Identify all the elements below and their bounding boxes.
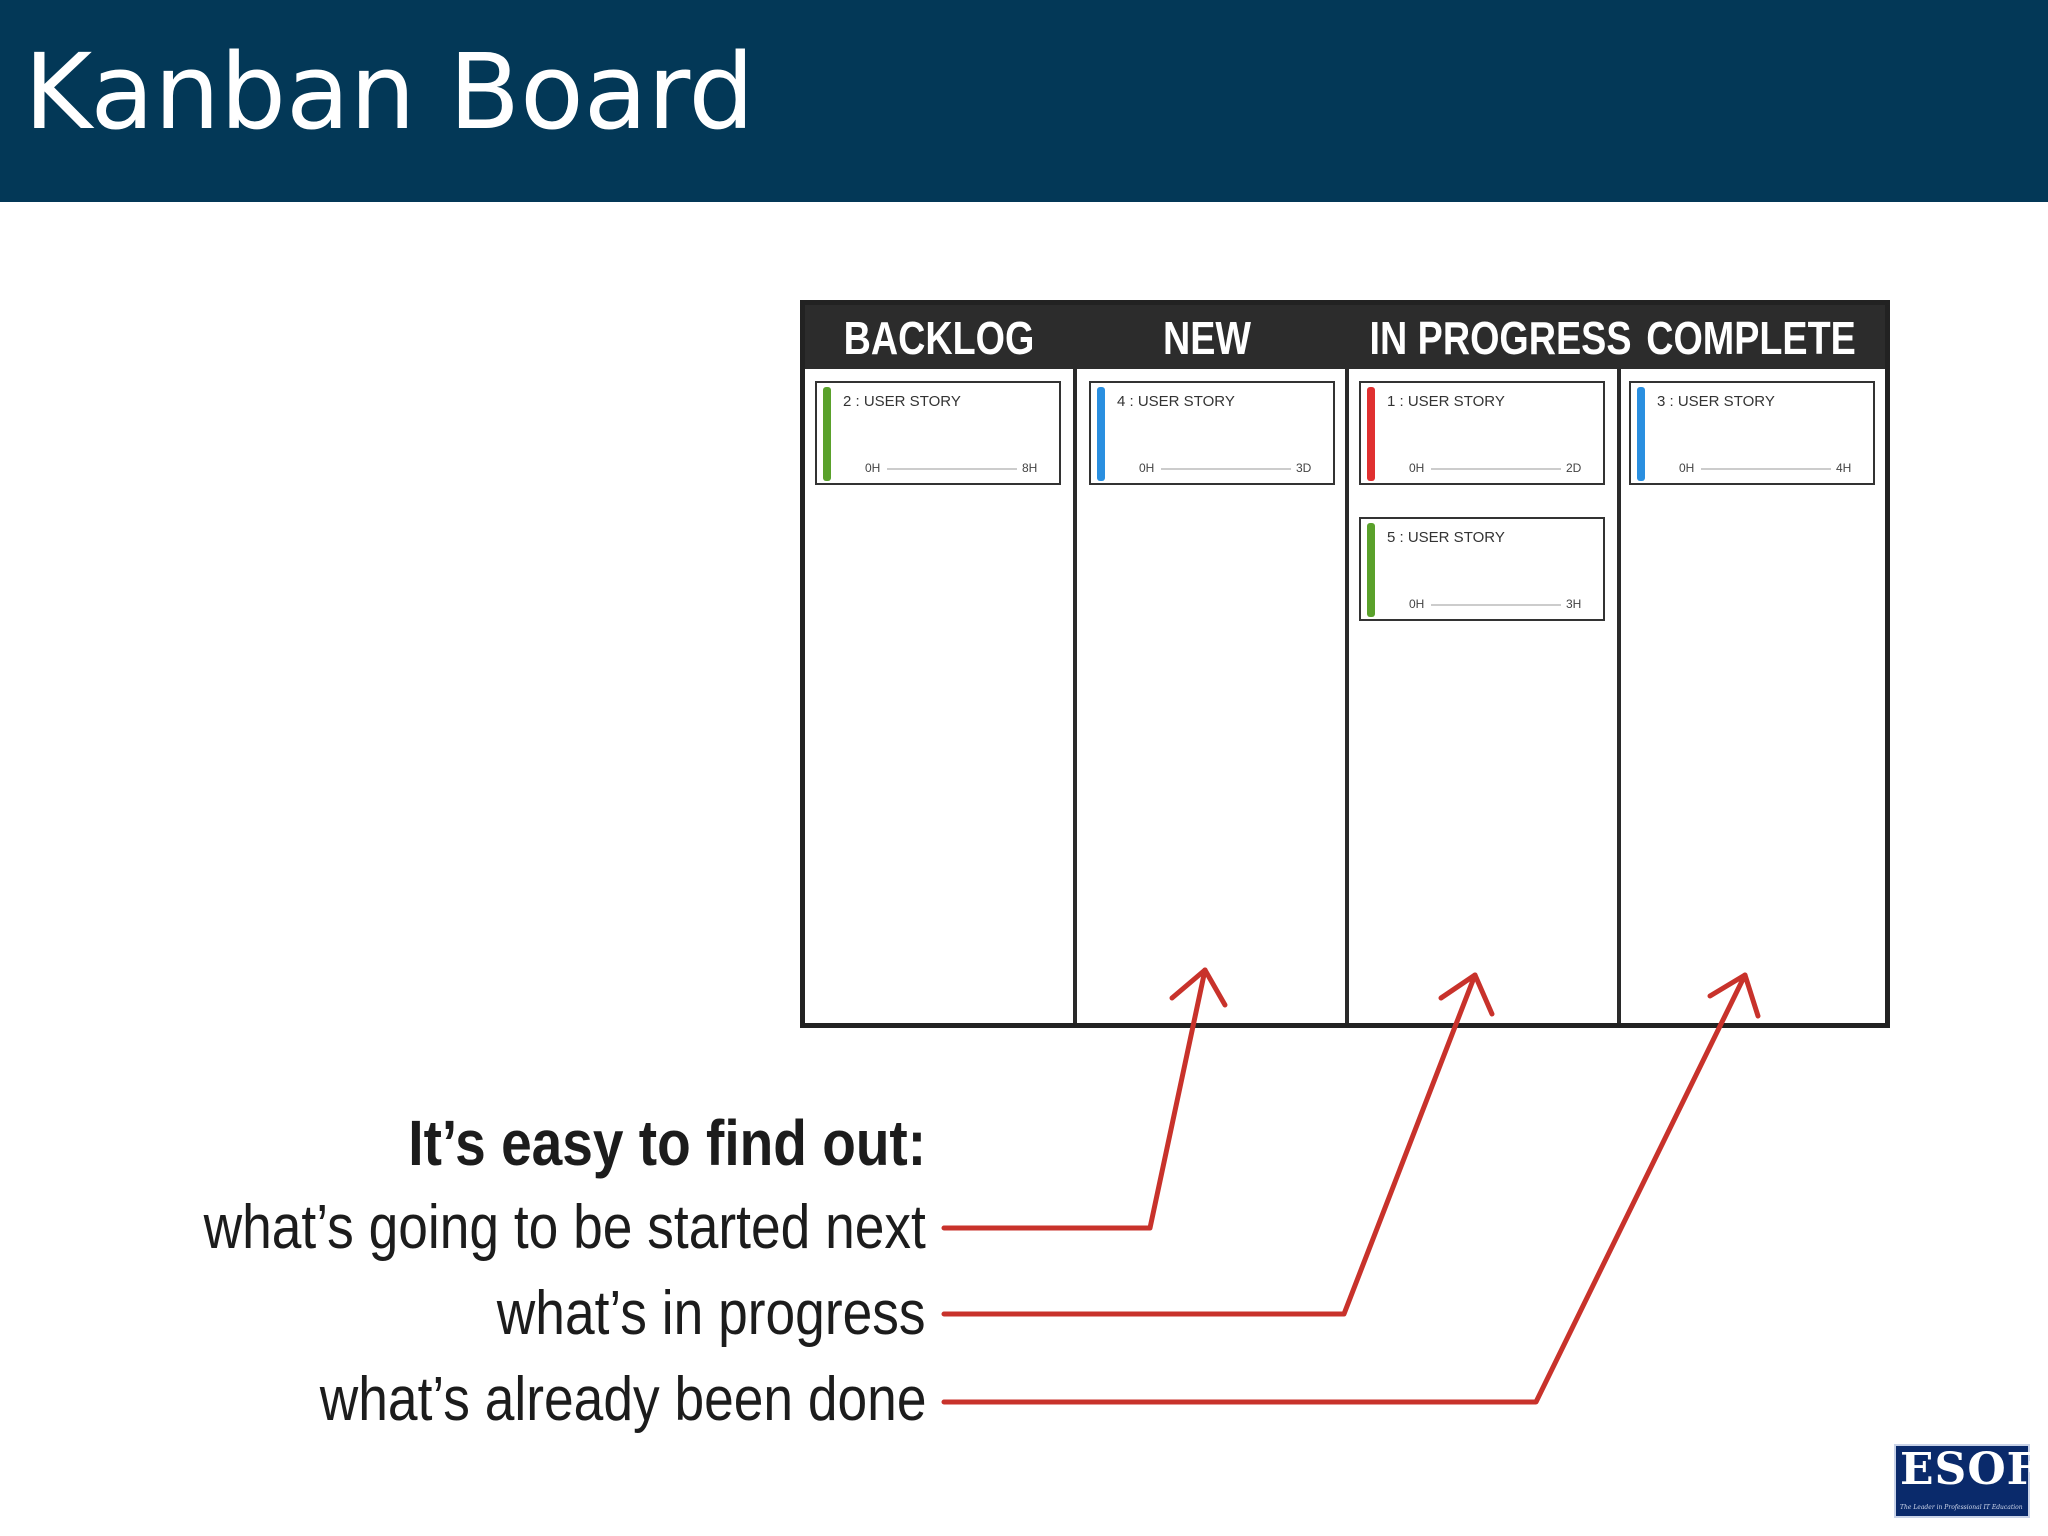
card-start-estimate: 0H (1409, 461, 1425, 475)
column-divider (1345, 369, 1349, 1023)
card-label: 1 : USER STORY (1387, 393, 1505, 410)
title-bar: Kanban Board (0, 0, 2048, 202)
arrow-head (1169, 967, 1228, 1008)
card-start-estimate: 0H (1409, 597, 1425, 611)
card-start-estimate: 0H (865, 461, 881, 475)
caption-already-done: what’s already been done (319, 1365, 926, 1434)
story-card[interactable]: 3 : USER STORY 0H 4H (1629, 381, 1875, 485)
arrow-head (1707, 972, 1761, 1019)
column-title-complete: COMPLETE (1646, 312, 1856, 364)
card-progress-track (1161, 468, 1291, 470)
arrow-head (1438, 972, 1495, 1017)
story-card[interactable]: 2 : USER STORY 0H 8H (815, 381, 1061, 485)
card-end-estimate: 2D (1566, 461, 1582, 475)
card-progress-track (1431, 468, 1561, 470)
card-progress-track (1701, 468, 1831, 470)
column-title-in-progress: IN PROGRESS (1369, 312, 1632, 364)
card-start-estimate: 0H (1679, 461, 1695, 475)
column-title-backlog: BACKLOG (843, 312, 1035, 364)
card-color-bar (1367, 387, 1375, 481)
column-divider (1617, 369, 1621, 1023)
card-color-bar (1097, 387, 1105, 481)
caption-in-progress: what’s in progress (497, 1279, 926, 1348)
card-color-bar (823, 387, 831, 481)
card-label: 5 : USER STORY (1387, 529, 1505, 546)
card-label: 3 : USER STORY (1657, 393, 1775, 410)
card-color-bar (1367, 523, 1375, 617)
arrow-to-in-progress (941, 972, 1478, 1317)
arrow-to-new (941, 967, 1208, 1231)
story-card[interactable]: 4 : USER STORY 0H 3D (1089, 381, 1335, 485)
page-title: Kanban Board (24, 31, 755, 153)
kanban-board: BACKLOG NEW IN PROGRESS COMPLETE 2 : USE… (800, 300, 1890, 1028)
card-progress-track (1431, 604, 1561, 606)
card-end-estimate: 8H (1022, 461, 1038, 475)
caption-started-next: what’s going to be started next (203, 1193, 926, 1262)
column-title-new: NEW (1162, 312, 1251, 364)
card-end-estimate: 3D (1296, 461, 1312, 475)
card-start-estimate: 0H (1139, 461, 1155, 475)
story-card[interactable]: 5 : USER STORY 0H 3H (1359, 517, 1605, 621)
card-label: 4 : USER STORY (1117, 393, 1235, 410)
column-divider (1073, 369, 1077, 1023)
card-progress-track (887, 468, 1017, 470)
card-label: 2 : USER STORY (843, 393, 961, 410)
card-end-estimate: 4H (1836, 461, 1852, 475)
board-header: BACKLOG NEW IN PROGRESS COMPLETE (805, 305, 1885, 369)
story-card[interactable]: 1 : USER STORY 0H 2D (1359, 381, 1605, 485)
caption-heading: It’s easy to find out: (408, 1107, 926, 1179)
card-color-bar (1637, 387, 1645, 481)
card-end-estimate: 3H (1566, 597, 1582, 611)
logo-tagline: The Leader in Professional IT Education (1900, 1504, 2023, 1511)
arrow-to-complete (941, 972, 1748, 1405)
